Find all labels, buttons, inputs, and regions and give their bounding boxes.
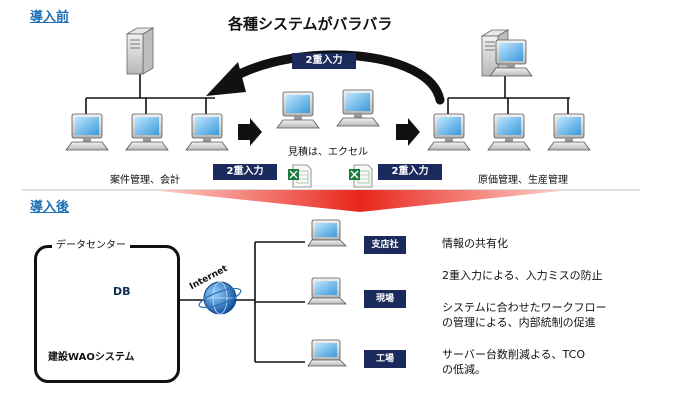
laptop-icon-factory <box>307 339 347 367</box>
location-factory: 工場 <box>364 350 406 368</box>
excel-icon-right <box>348 164 373 188</box>
left-computer-icon-1 <box>65 113 109 151</box>
after-section-label: 導入後 <box>30 200 70 215</box>
right-computer-icon-1 <box>427 113 471 151</box>
left-network-lines <box>85 74 215 114</box>
location-branch: 支店社 <box>364 236 406 254</box>
benefit-3: システムに合わせたワークフロー の管理による、内部統制の促進 <box>442 301 607 329</box>
datacenter-label: データセンター <box>52 236 130 251</box>
db-label: DB <box>113 285 131 298</box>
benefit-4: サーバー台数削減よる、TCO の低減。 <box>442 348 585 376</box>
location-site: 現場 <box>364 290 406 308</box>
middle-computer-icon-1 <box>276 91 320 129</box>
before-headline: 各種システムがバラバラ <box>228 15 393 33</box>
transition-arrow <box>150 190 570 212</box>
middle-label: 見積は、エクセル <box>288 147 368 158</box>
globe-icon <box>198 281 242 315</box>
left-server-icon <box>126 27 154 75</box>
benefit-2: 2重入力による、入力ミスの防止 <box>442 269 603 282</box>
laptop-icon-branch <box>307 219 347 247</box>
right-network-lines <box>447 74 570 114</box>
double-entry-badge-right: 2重入力 <box>378 164 442 180</box>
double-entry-badge-top: 2重入力 <box>292 53 356 69</box>
before-section-label: 導入前 <box>30 10 70 25</box>
curved-arrow <box>227 50 445 105</box>
system-label: 建設WAOシステム <box>48 352 135 363</box>
left-computer-icon-2 <box>125 113 169 151</box>
left-group-label: 案件管理、会計 <box>110 175 180 186</box>
middle-computer-icon-2 <box>336 89 380 127</box>
right-computer-icon-3 <box>547 113 591 151</box>
right-computer-icon-2 <box>487 113 531 151</box>
after-network-lines <box>174 241 305 363</box>
laptop-icon-site <box>307 277 347 305</box>
block-arrow-left <box>238 118 262 146</box>
left-computer-icon-3 <box>185 113 229 151</box>
right-group-label: 原価管理、生産管理 <box>478 175 568 186</box>
block-arrow-right <box>396 118 420 146</box>
benefit-1: 情報の共有化 <box>442 237 508 250</box>
excel-icon-left <box>287 164 312 188</box>
double-entry-badge-left: 2重入力 <box>213 164 277 180</box>
curved-arrow-head <box>206 62 246 96</box>
right-server-monitor-icon <box>489 39 533 77</box>
